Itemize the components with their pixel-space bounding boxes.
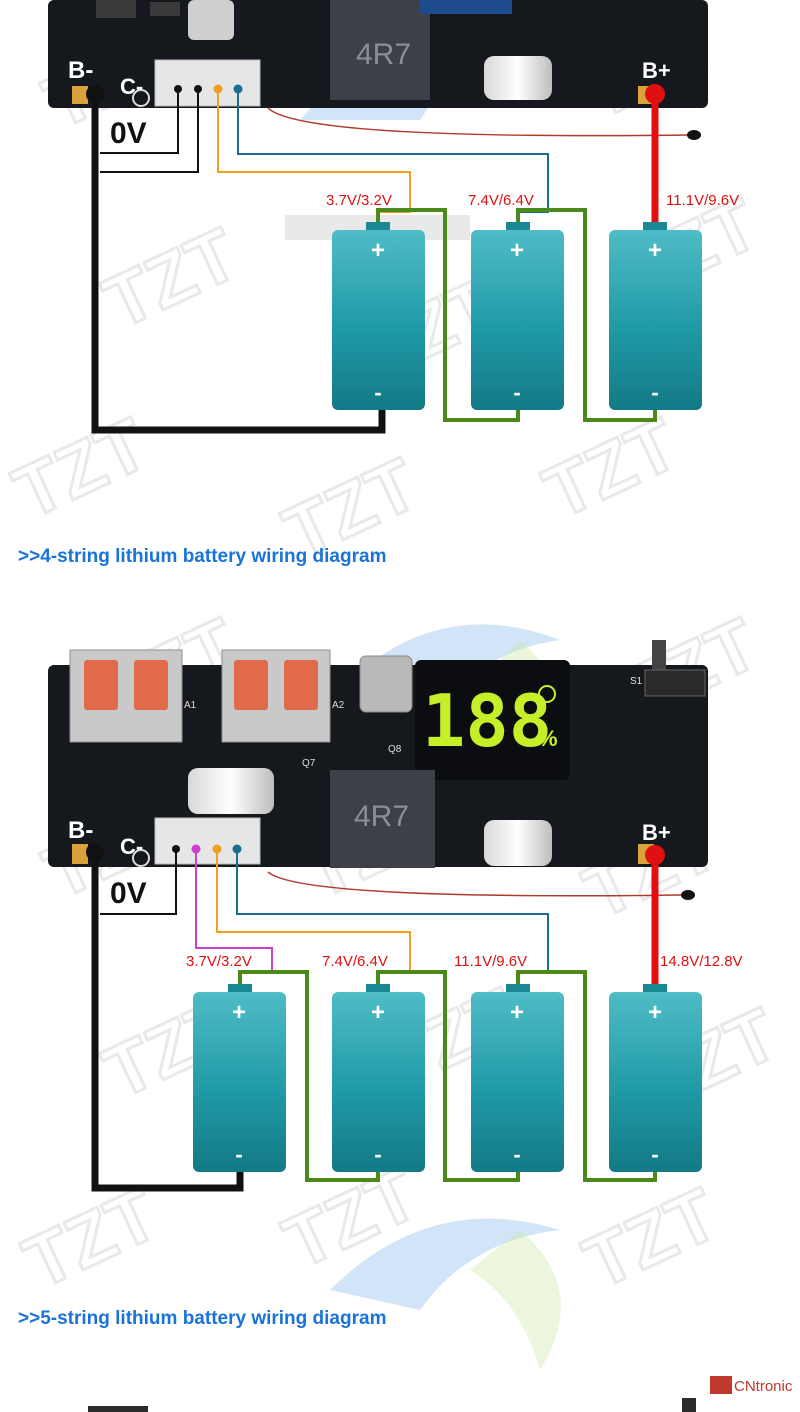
tap-label-4s-4: 14.8V/12.8V	[660, 953, 743, 970]
tap-label-3s-2: 7.4V/6.4V	[468, 192, 534, 209]
usb-a1-label: A1	[184, 700, 197, 711]
battery-cell-4s-2: + -	[332, 984, 425, 1172]
tap-label-4s-1: 3.7V/3.2V	[186, 953, 252, 970]
battery-cell-4s-1: + -	[193, 984, 286, 1172]
q7-label: Q7	[302, 758, 316, 769]
switch-label: S1	[630, 676, 643, 687]
q8-label: Q8	[388, 744, 402, 755]
led-display: 188 %	[415, 660, 570, 780]
cell-plus: +	[648, 237, 662, 264]
tap-label-4s-2: 7.4V/6.4V	[322, 953, 388, 970]
cell-plus: +	[371, 237, 385, 264]
pad-b-minus-label-middle: B-	[68, 817, 93, 844]
usb-port-a1	[69, 649, 183, 743]
inductor-label-top: 4R7	[356, 38, 411, 71]
cell-minus: -	[374, 1142, 381, 1167]
cell-plus: +	[232, 999, 246, 1026]
battery-cell-3s-3: + -	[609, 222, 702, 410]
tzt-watermark: TZT	[92, 212, 250, 345]
charging-icon	[538, 685, 556, 703]
usb-port-a2	[221, 649, 331, 743]
display-digits: 188	[422, 679, 552, 763]
tap-label-3s-3: 11.1V/9.6V	[666, 192, 739, 209]
pad-b-plus-label-top: B+	[642, 58, 671, 83]
battery-cell-3s-1: + -	[332, 222, 425, 410]
battery-cell-3s-2: + -	[471, 222, 564, 410]
battery-cell-4s-4: + -	[609, 984, 702, 1172]
cell-minus: -	[374, 380, 381, 405]
cell-minus: -	[651, 1142, 658, 1167]
diagram-4-string: A1 A2 Q8 Q7 188 % S1	[48, 640, 743, 1192]
zero-volt-label-4s: 0V	[110, 877, 147, 910]
bms-board-middle: A1 A2 Q8 Q7 188 % S1	[48, 640, 708, 868]
bms-board-top: 4R7 B- C- B+	[48, 0, 708, 108]
heading-4-string: >>4-string lithium battery wiring diagra…	[18, 546, 387, 567]
next-switch-edge	[682, 1398, 696, 1412]
tzt-watermark: TZT	[12, 1172, 170, 1305]
cell-plus: +	[371, 999, 385, 1026]
display-percent: %	[538, 726, 558, 751]
usb-a2-label: A2	[332, 700, 345, 711]
pad-c-minus-label-middle: C-	[120, 834, 143, 859]
next-board-edge	[88, 1406, 148, 1412]
zero-volt-label-3s: 0V	[110, 117, 147, 150]
tzt-watermark: TZT	[572, 1172, 730, 1305]
tap-label-3s-1: 3.7V/3.2V	[326, 192, 392, 209]
diagram-3-string: 4R7 B- C- B+ 0V	[48, 0, 739, 434]
tap-label-4s-3: 11.1V/9.6V	[454, 953, 527, 970]
cell-plus: +	[510, 237, 524, 264]
cell-plus: +	[648, 999, 662, 1026]
corner-brand-mark: CNtronic	[710, 1376, 793, 1395]
cell-minus: -	[513, 1142, 520, 1167]
heading-5-string: >>5-string lithium battery wiring diagra…	[18, 1308, 387, 1329]
cell-minus: -	[651, 380, 658, 405]
pad-c-minus-label-top: C-	[120, 74, 143, 99]
battery-cell-4s-3: + -	[471, 984, 564, 1172]
cell-minus: -	[235, 1142, 242, 1167]
tzt-watermark: TZT	[2, 402, 160, 535]
pad-b-plus-label-middle: B+	[642, 820, 671, 845]
cell-plus: +	[510, 999, 524, 1026]
cell-minus: -	[513, 380, 520, 405]
pad-b-minus-label-top: B-	[68, 57, 93, 84]
inductor-label-middle: 4R7	[354, 800, 409, 833]
svg-text:CNtronic: CNtronic	[734, 1378, 793, 1395]
